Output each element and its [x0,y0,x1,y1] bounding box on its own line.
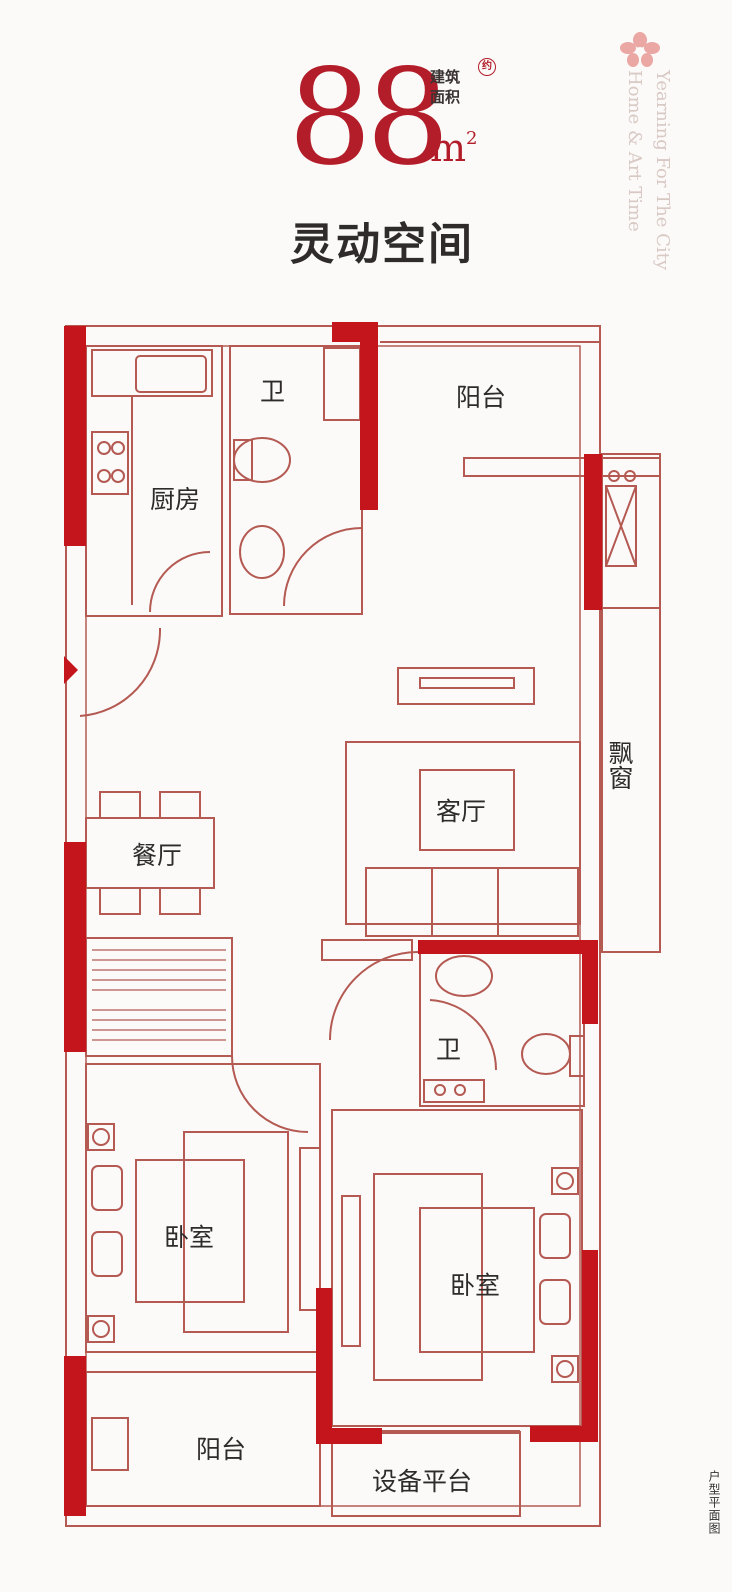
accent-walls [64,322,602,1516]
room-label-equipment-platform: 设备平台 [372,1467,473,1496]
slogan-title: 灵动空间 [290,219,474,270]
room-label-bedroom-right: 卧室 [450,1271,501,1300]
area-unit: m [430,126,467,170]
flower-logo-icon [620,32,660,67]
room-label-living-room: 客厅 [436,797,487,826]
room-label-bay-window: 飘窗 [605,740,634,790]
room-label-bedroom-left: 卧室 [164,1223,215,1252]
room-label-dining-room: 餐厅 [132,841,183,870]
area-label-line2: 面积 [430,88,461,106]
room-label-balcony-bottom: 阳台 [196,1435,247,1464]
area-approx-mark: 约 [478,58,496,76]
room-label-bathroom-top: 卫 [260,377,286,406]
floorplan-caption: 户型平面图 [707,1470,721,1535]
area-number: 88 [288,41,450,195]
english-tagline: Yearning For The City Home & Art Time [624,70,673,271]
bathroom-mid-outline [419,951,585,1107]
room-label-kitchen: 厨房 [150,485,201,514]
area-unit-superscript: 2 [466,128,478,149]
area-label-line1: 建筑 [430,68,461,86]
room-label-balcony-top: 阳台 [456,383,507,412]
room-label-bathroom-mid: 卫 [436,1035,462,1064]
